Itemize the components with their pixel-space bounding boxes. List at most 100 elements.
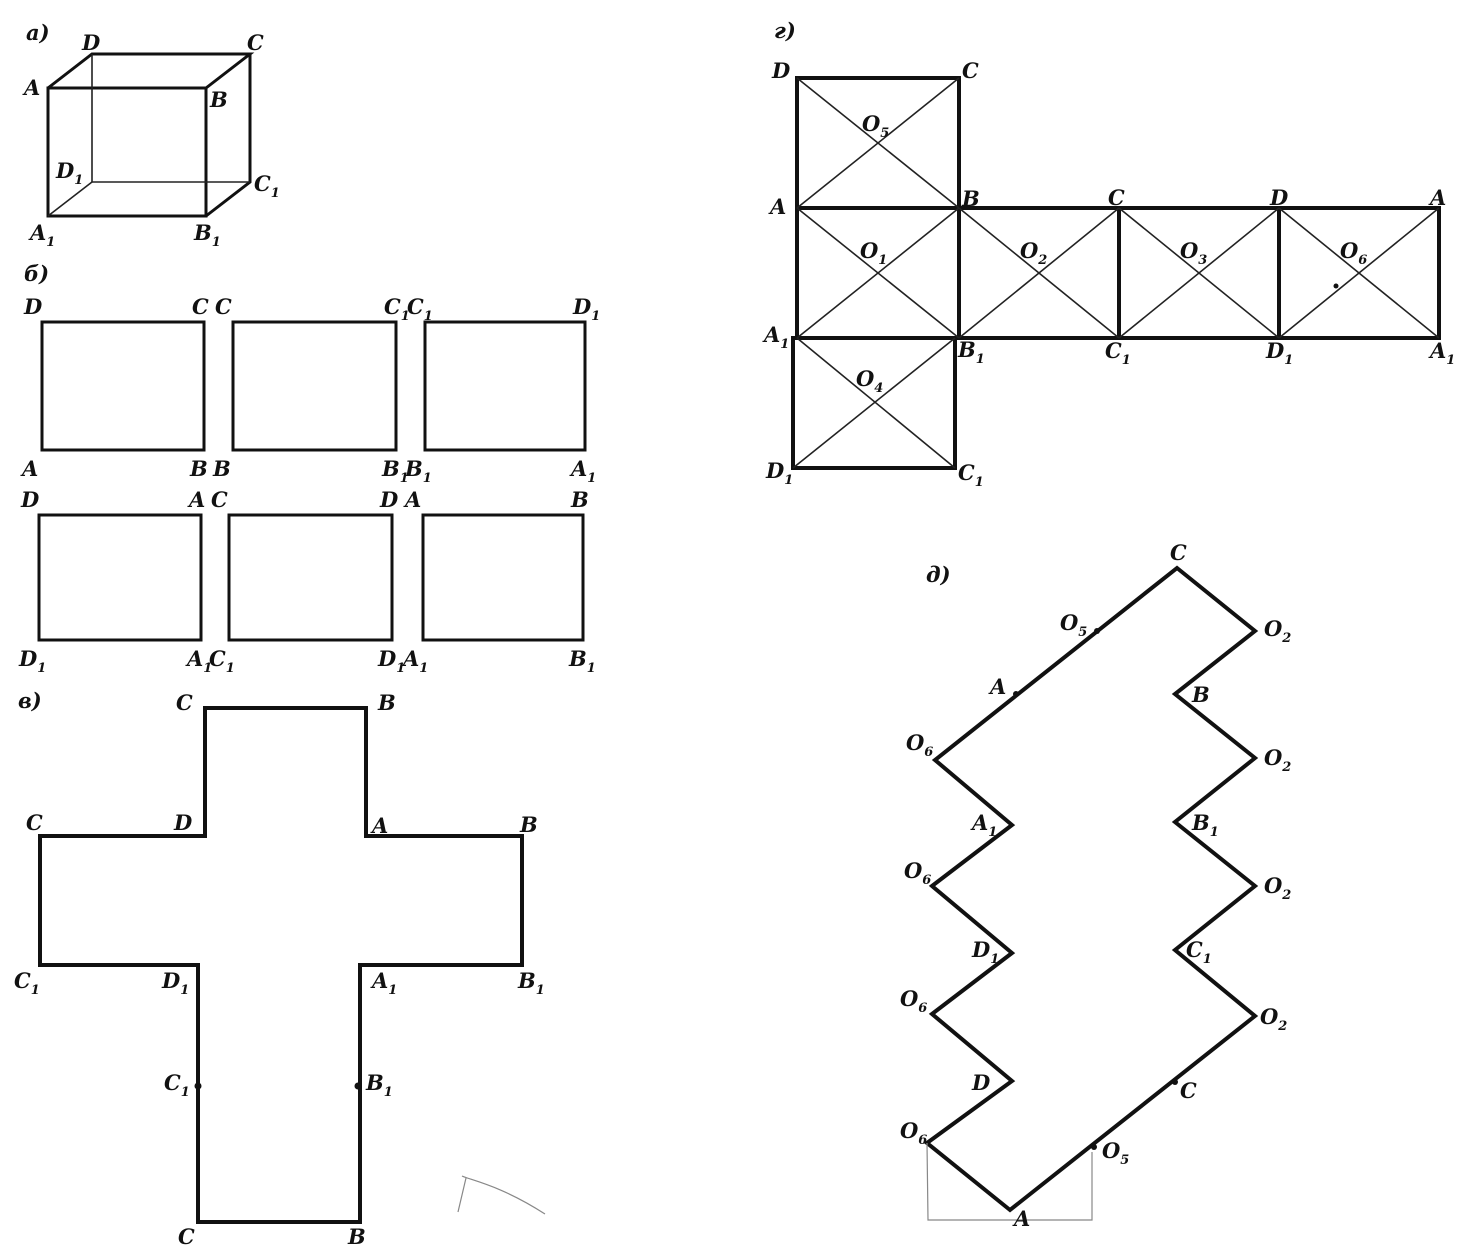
net-g-label-a1: A1 xyxy=(762,322,789,352)
zigzag-label-o6c: O6 xyxy=(900,986,927,1016)
zigzag-label-a: A xyxy=(988,674,1006,699)
zigzag-label-d1: D1 xyxy=(971,937,999,967)
cross-label-mid-a: A xyxy=(370,813,388,838)
net-g-label-d: D xyxy=(771,58,791,83)
face-label-br: A1 xyxy=(569,456,596,486)
zigzag-label-o2d: O2 xyxy=(1260,1004,1287,1034)
face-1: D C A B xyxy=(20,294,209,481)
cross-label-mid-d: D xyxy=(173,810,193,835)
cross-dot-c1 xyxy=(194,1082,202,1090)
face-square xyxy=(227,513,394,642)
cube-hidden-diagonal-edge xyxy=(47,181,93,217)
net-g-label-o6: O6 xyxy=(1340,238,1367,268)
net-g-label-d2: D xyxy=(1269,185,1289,210)
cube-label-a1: A1 xyxy=(28,220,55,250)
net-g-diagonals xyxy=(792,77,1440,469)
cross-label-dot-c1: C1 xyxy=(164,1070,190,1100)
zigzag-outline xyxy=(923,565,1259,1213)
zigzag-label-a-bottom: A xyxy=(1012,1206,1030,1231)
zigzag-label-a1: A1 xyxy=(970,810,997,840)
net-g-label-c1: C1 xyxy=(1105,338,1131,368)
cross-dot-b1 xyxy=(354,1082,362,1090)
face-label-br: D1 xyxy=(377,646,405,676)
face-label-tl: D xyxy=(20,487,40,512)
face-label-tl: C1 xyxy=(407,294,433,324)
face-label-tr: C1 xyxy=(384,294,410,324)
net-g-label-d1-bottom: D1 xyxy=(765,458,793,488)
face-square xyxy=(421,513,585,642)
net-g-square-o6 xyxy=(1277,206,1441,340)
cross-label-top-b: B xyxy=(377,690,396,715)
face-label-tr: C xyxy=(192,294,209,319)
net-g-label-o1: O1 xyxy=(860,238,887,268)
cube-label-c1: C1 xyxy=(254,171,280,201)
net-g-label-c1-bottom: C1 xyxy=(958,460,984,490)
net-g-dot xyxy=(1333,283,1339,289)
face-label-bl: C1 xyxy=(209,646,235,676)
zigzag-label-o2b: O2 xyxy=(1264,745,1291,775)
cube-label-a: A xyxy=(22,75,40,100)
face-label-tr: A xyxy=(187,487,205,512)
pencil-mark xyxy=(457,1175,546,1215)
net-g-label-c2: C xyxy=(1108,185,1125,210)
zigzag-label-b: B xyxy=(1191,682,1210,707)
zigzag-dot-o5 xyxy=(1094,628,1100,634)
cross-net-outline xyxy=(38,706,524,1224)
zigzag-label-o6a: O6 xyxy=(906,730,933,760)
face-label-bl: A xyxy=(20,456,38,481)
zigzag-label-o2a: O2 xyxy=(1264,616,1291,646)
face-label-br: B xyxy=(189,456,208,481)
net-g-label-o3: O3 xyxy=(1180,238,1207,268)
cube-front-face xyxy=(46,86,208,218)
net-g-label-a2: A xyxy=(1428,185,1446,210)
cross-label-top-c: C xyxy=(176,690,193,715)
face-label-tl: A xyxy=(403,487,421,512)
net-g-label-a1-right: A1 xyxy=(1428,338,1455,368)
cube-label-d1: D1 xyxy=(55,158,83,188)
zigzag-label-c-top: C xyxy=(1170,540,1187,565)
panel-d-zigzag-net: д) C O5 A O2 B O2 O6 A1 B1 O6 O2 D1 C1 O… xyxy=(900,540,1291,1231)
zigzag-label-o5: O5 xyxy=(1060,610,1087,640)
panel-v-label: в) xyxy=(18,688,42,713)
zigzag-label-d: D xyxy=(971,1070,991,1095)
panel-g-net-with-diagonals: г) D C O5 A B C D A O1 xyxy=(762,18,1455,490)
cross-label-dot-b1: B1 xyxy=(365,1070,393,1100)
panel-d-label: д) xyxy=(926,562,951,587)
net-g-label-b1: B1 xyxy=(957,337,985,367)
cube-label-c: C xyxy=(247,30,264,55)
face-label-bl: B xyxy=(212,456,231,481)
panel-g-label: г) xyxy=(774,18,796,43)
face-square xyxy=(37,513,203,642)
cube-label-b1: B1 xyxy=(193,220,221,250)
net-g-label-o2: O2 xyxy=(1020,238,1047,268)
panel-a-cube: а) D C A B D1 C1 A1 B1 xyxy=(22,20,280,250)
cube-label-b: B xyxy=(209,87,228,112)
panel-v-cross-net: в) C B C D A B C1 D1 A1 B1 C1 B1 C B xyxy=(14,688,546,1249)
net-g-label-o4: O4 xyxy=(856,366,883,396)
zigzag-pencil-bracket xyxy=(926,1142,1093,1221)
zigzag-label-o5-bottom: O5 xyxy=(1102,1138,1129,1168)
zigzag-dot-a xyxy=(1013,691,1019,697)
cross-label-a1: A1 xyxy=(370,968,397,998)
cross-label-bottom-c: C xyxy=(178,1224,195,1249)
zigzag-label-c: C xyxy=(1180,1078,1197,1103)
panel-a-label: а) xyxy=(26,20,50,45)
cube-right-edges xyxy=(205,54,252,218)
net-g-label-o5: O5 xyxy=(862,111,889,141)
face-label-tl: D xyxy=(23,294,43,319)
zigzag-label-b1: B1 xyxy=(1191,810,1219,840)
net-g-label-c: C xyxy=(962,58,979,83)
face-label-br: B1 xyxy=(568,646,596,676)
zigzag-dot-c xyxy=(1172,1079,1178,1085)
cross-label-d1: D1 xyxy=(161,968,189,998)
cross-label-mid-b: B xyxy=(519,812,538,837)
cube-label-d: D xyxy=(81,30,101,55)
zigzag-dot-o5-bottom xyxy=(1091,1144,1097,1150)
